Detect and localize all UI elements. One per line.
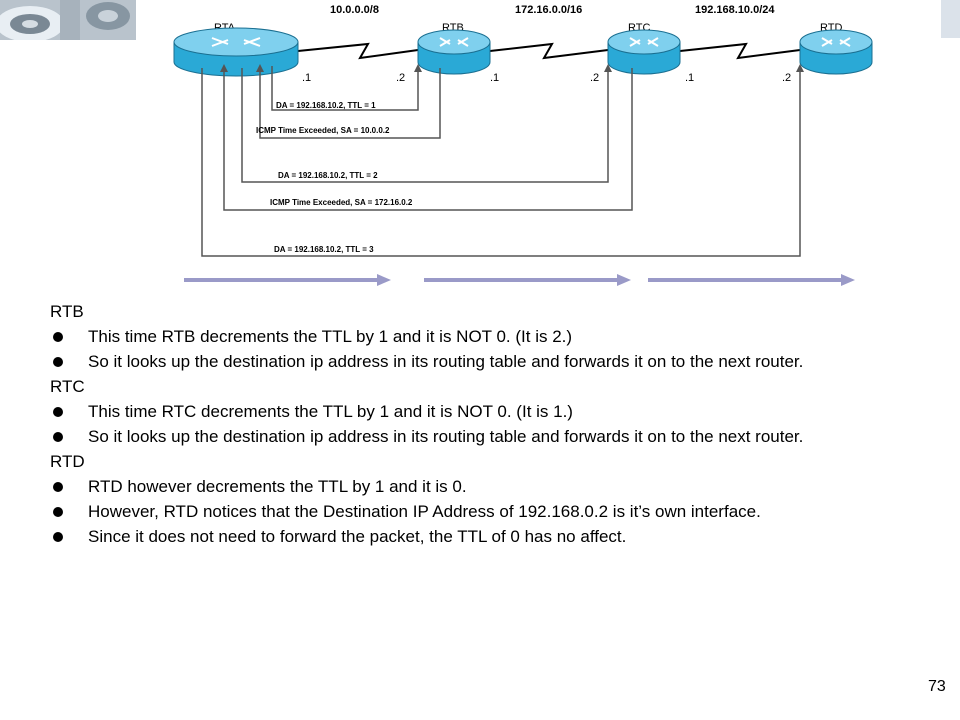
serial-link-1 <box>297 42 419 60</box>
bullet-dot-icon <box>53 507 63 517</box>
corner-logo-image <box>0 0 136 40</box>
router-rtb-icon <box>417 29 491 75</box>
bullet-item: So it looks up the destination ip addres… <box>50 352 950 372</box>
router-rtc-icon <box>607 29 681 75</box>
slide-number: 73 <box>928 678 946 695</box>
router-rta-icon <box>173 27 299 77</box>
section-rtc: RTC This time RTC decrements the TTL by … <box>50 377 950 447</box>
interface-label-rtd: .2 <box>782 72 791 84</box>
interface-label-rtc-left: .2 <box>590 72 599 84</box>
packet-label-icmp1: ICMP Time Exceeded, SA = 10.0.0.2 <box>256 126 390 135</box>
icmp-reply-1-path <box>256 64 441 139</box>
bullet-dot-icon <box>53 332 63 342</box>
serial-link-2 <box>489 42 609 60</box>
bullet-dot-icon <box>53 482 63 492</box>
section-rtb: RTB This time RTB decrements the TTL by … <box>50 302 950 372</box>
icmp-reply-2-path <box>220 64 633 211</box>
interface-label-rta: .1 <box>302 72 311 84</box>
interface-label-rtb-left: .2 <box>396 72 405 84</box>
corner-decoration <box>941 0 960 38</box>
network-diagram: 10.0.0.0/8 172.16.0.0/16 192.168.10.0/24… <box>173 4 873 286</box>
bullet-dot-icon <box>53 357 63 367</box>
bullet-item: However, RTD notices that the Destinatio… <box>50 502 950 522</box>
interface-label-rtb-right: .1 <box>490 72 499 84</box>
trace-ttl1-path <box>271 64 422 111</box>
slide-body: RTB This time RTB decrements the TTL by … <box>50 302 950 552</box>
network-label-1: 10.0.0.0/8 <box>330 4 379 16</box>
bullet-dot-icon <box>53 432 63 442</box>
bullet-dot-icon <box>53 532 63 542</box>
bullet-dot-icon <box>53 407 63 417</box>
bullet-item: So it looks up the destination ip addres… <box>50 427 950 447</box>
router-rtd-icon <box>799 29 873 75</box>
packet-label-ttl2: DA = 192.168.10.2, TTL = 2 <box>278 171 378 180</box>
section-heading-rtc: RTC <box>50 377 85 396</box>
packet-label-ttl1: DA = 192.168.10.2, TTL = 1 <box>276 101 376 110</box>
section-heading-rtb: RTB <box>50 302 84 321</box>
trace-ttl3-path <box>201 64 804 257</box>
trace-ttl2-path <box>241 64 612 183</box>
interface-label-rtc-right: .1 <box>685 72 694 84</box>
section-heading-rtd: RTD <box>50 452 85 471</box>
network-label-3: 192.168.10.0/24 <box>695 4 775 16</box>
network-label-2: 172.16.0.0/16 <box>515 4 582 16</box>
bullet-item: This time RTC decrements the TTL by 1 an… <box>50 402 950 422</box>
section-rtd: RTD RTD however decrements the TTL by 1 … <box>50 452 950 547</box>
bullet-item: This time RTB decrements the TTL by 1 an… <box>50 327 950 347</box>
bullet-item: RTD however decrements the TTL by 1 and … <box>50 477 950 497</box>
serial-link-3 <box>679 42 801 60</box>
packet-label-icmp2: ICMP Time Exceeded, SA = 172.16.0.2 <box>270 198 413 207</box>
packet-label-ttl3: DA = 192.168.10.2, TTL = 3 <box>274 245 374 254</box>
bullet-item: Since it does not need to forward the pa… <box>50 527 950 547</box>
